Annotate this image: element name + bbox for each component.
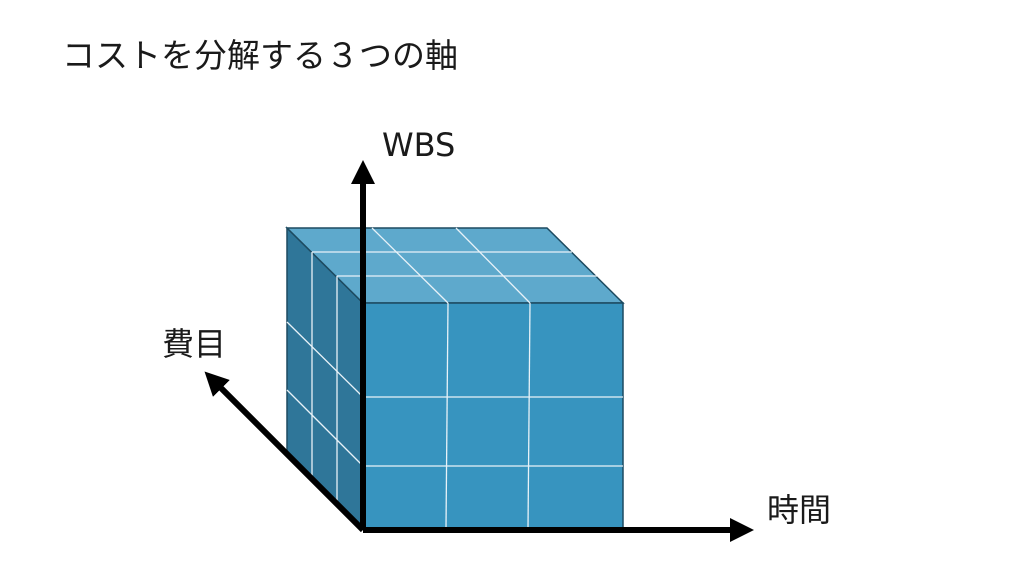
- cube-front-face: [362, 302, 624, 529]
- side-grid: [286, 252, 364, 502]
- time-axis-label: 時間: [767, 491, 832, 529]
- expense-axis-label: 費目: [162, 325, 227, 363]
- expense-axis-arrow: [204, 371, 366, 533]
- top-grid: [312, 227, 597, 304]
- front-grid: [363, 302, 623, 529]
- wbs-axis-label: WBS: [382, 126, 456, 164]
- page-title: コストを分解する３つの軸: [62, 36, 458, 75]
